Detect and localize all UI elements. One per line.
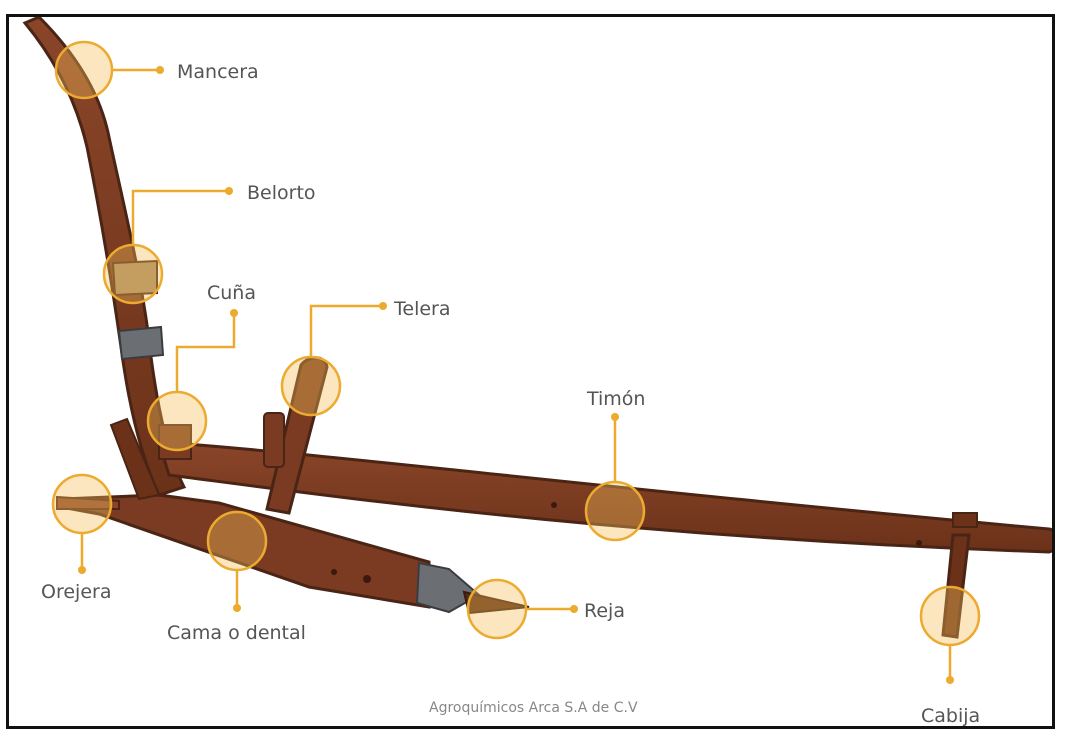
cuna-ring bbox=[148, 392, 206, 450]
peg-hole bbox=[551, 502, 557, 508]
belorto-ring bbox=[104, 245, 162, 303]
cabija-clamp bbox=[953, 513, 977, 527]
label-cuna: Cuña bbox=[207, 282, 256, 304]
credit-text: Agroquímicos Arca S.A de C.V bbox=[429, 700, 638, 716]
telera-post bbox=[264, 413, 284, 467]
metal-band bbox=[119, 327, 163, 359]
timon-dot bbox=[611, 413, 619, 421]
cuna-dot bbox=[230, 309, 238, 317]
label-orejera: Orejera bbox=[41, 581, 111, 603]
belorto-dot bbox=[225, 187, 233, 195]
cama-dot bbox=[233, 604, 241, 612]
orejera-dot bbox=[78, 566, 86, 574]
peg-hole bbox=[363, 575, 371, 583]
label-telera: Telera bbox=[393, 298, 451, 320]
plow-diagram: Mancera Belorto Cuña Telera Timón Orejer… bbox=[9, 17, 1055, 729]
peg-hole bbox=[331, 569, 337, 575]
label-reja: Reja bbox=[584, 600, 625, 622]
mancera-dot bbox=[156, 66, 164, 74]
label-cama: Cama o dental bbox=[167, 622, 306, 644]
diagram-frame: Mancera Belorto Cuña Telera Timón Orejer… bbox=[6, 14, 1055, 729]
label-timon: Timón bbox=[586, 388, 645, 410]
label-cabija: Cabija bbox=[921, 705, 980, 727]
cabija-dot bbox=[946, 676, 954, 684]
mancera-ring bbox=[56, 42, 112, 98]
telera-dot bbox=[379, 302, 387, 310]
reja-dot bbox=[570, 605, 578, 613]
reja-ring bbox=[468, 580, 526, 638]
cama-ring bbox=[208, 512, 266, 570]
orejera-ring bbox=[53, 475, 111, 533]
telera-ring bbox=[282, 357, 340, 415]
label-belorto: Belorto bbox=[247, 182, 316, 204]
label-mancera: Mancera bbox=[177, 61, 259, 83]
cabija-ring bbox=[921, 587, 979, 645]
timon-ring bbox=[586, 482, 644, 540]
peg-hole bbox=[916, 540, 922, 546]
background bbox=[9, 17, 1055, 729]
